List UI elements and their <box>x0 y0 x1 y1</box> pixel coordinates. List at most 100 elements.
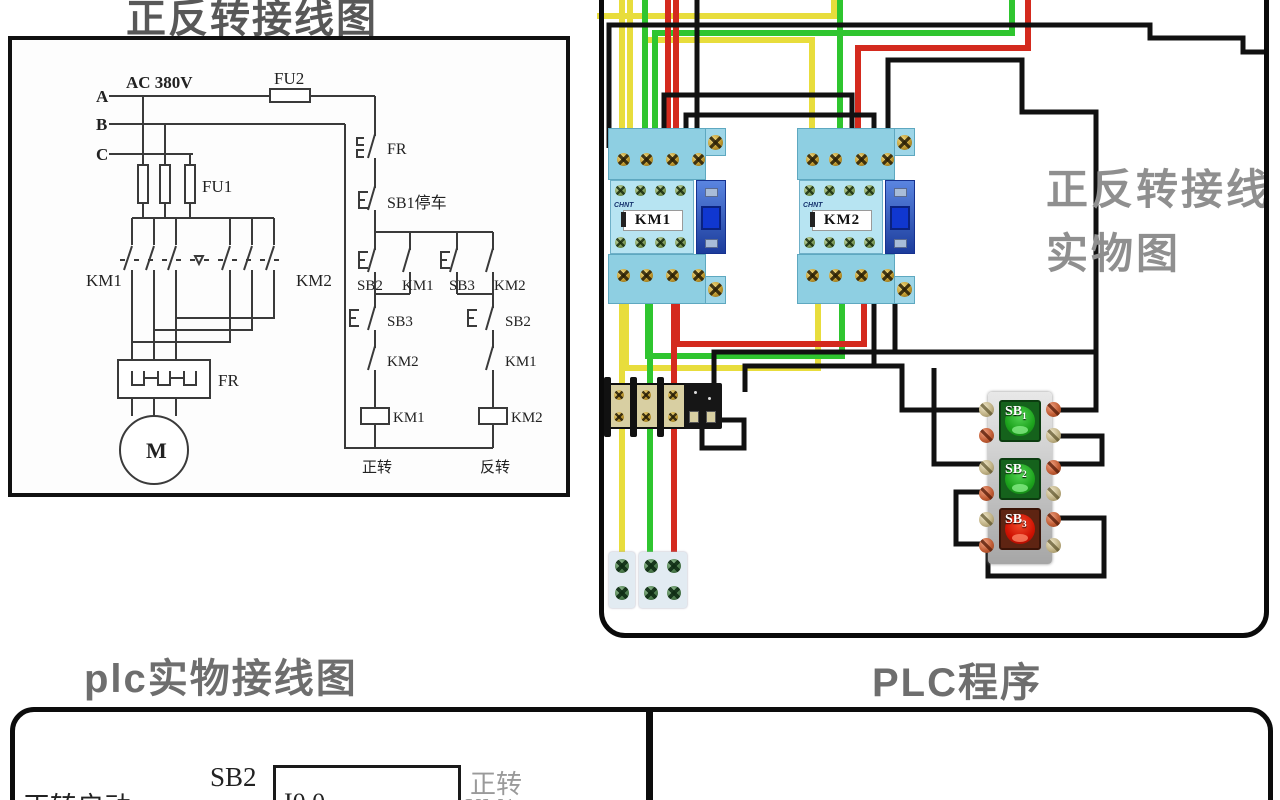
button-sb3: SB3 <box>999 508 1041 550</box>
terminal-block <box>604 377 722 437</box>
contactor-bottom-terminals <box>608 254 706 304</box>
screw-terminal-icon <box>979 512 994 527</box>
green-button-icon <box>1005 464 1035 494</box>
sb1-stop-label: SB1停车 <box>387 194 447 212</box>
plc-input-box: I0.0 <box>273 765 461 800</box>
screw-terminal-icon <box>615 237 626 248</box>
screw-terminal-icon <box>979 402 994 417</box>
relay-pin <box>689 411 699 423</box>
push-button-station: SB1 SB2 SB3 <box>979 392 1061 564</box>
screw-terminal-icon <box>1046 428 1061 443</box>
screw-terminal-icon <box>641 390 651 400</box>
screw-terminal-icon <box>804 185 815 196</box>
schematic-panel: A B C AC 380V FU2 FU1 KM1 KM2 FR M FR SB… <box>8 36 570 497</box>
screw-terminal-icon <box>844 185 855 196</box>
screw-terminal-icon <box>635 185 646 196</box>
screw-terminal-icon <box>617 269 630 282</box>
relay-pin <box>706 411 716 423</box>
screw-terminal-icon <box>641 412 651 422</box>
screw-terminal-icon <box>806 269 819 282</box>
button-sb2: SB2 <box>999 458 1041 500</box>
screw-terminal-icon <box>1046 538 1061 553</box>
screw-terminal-icon <box>979 460 994 475</box>
screw-terminal-icon <box>844 237 855 248</box>
screw-terminal-icon <box>804 237 815 248</box>
wire-connector-block <box>639 552 687 608</box>
reverse-caption: 反转 <box>480 459 510 476</box>
sb2-label: SB2 <box>1005 462 1027 479</box>
screw-terminal-icon <box>1046 512 1061 527</box>
screw-terminal-icon <box>668 390 678 400</box>
block-divider <box>630 377 637 437</box>
sb2-contact-label: SB2 <box>210 762 257 792</box>
screw-terminal-icon <box>692 153 705 166</box>
screw-terminal-icon <box>635 237 646 248</box>
fu1-label: FU1 <box>202 177 232 196</box>
interlock-sb3-label: SB3 <box>387 314 413 330</box>
green-button-icon <box>1005 406 1035 436</box>
screw-terminal-icon <box>979 486 994 501</box>
screw-terminal-icon <box>897 135 912 150</box>
screw-terminal-icon <box>614 412 624 422</box>
interlock-km1-label: KM1 <box>505 354 537 370</box>
schematic-title: 正反转接线图 <box>126 0 378 41</box>
phase-b-label: B <box>96 115 107 134</box>
brand-label: CHNT <box>803 202 823 209</box>
screw-terminal-icon <box>655 237 666 248</box>
physical-caption: 正反转接线 实物图 <box>1046 166 1272 277</box>
screw-terminal-icon <box>675 237 686 248</box>
contactor-km1: CHNT KM1 <box>608 128 726 304</box>
screw-terminal-icon <box>881 269 894 282</box>
screw-terminal-icon <box>864 185 875 196</box>
block-relay-section <box>684 383 722 429</box>
plc-program-panel: 反转启动 停车 过载 反转 KM1 <box>648 707 1273 800</box>
pin-dot <box>694 391 697 394</box>
row-sb3-label: SB3 <box>449 278 475 294</box>
screw-terminal-icon <box>824 185 835 196</box>
contactor-bottom-terminals <box>797 254 895 304</box>
module-slot <box>894 188 907 197</box>
rung-label: 正转启动 <box>23 785 131 800</box>
fr-contact-label: FR <box>387 141 407 158</box>
screw-terminal-icon <box>824 237 835 248</box>
screw-terminal-icon <box>644 559 658 573</box>
screw-terminal-icon <box>666 269 679 282</box>
km1-nameplate: KM1 <box>621 210 683 231</box>
plc-program-title: PLC程序 <box>872 661 1042 705</box>
screw-terminal-icon <box>644 586 658 600</box>
nameplate-tick <box>621 212 626 227</box>
screw-terminal-icon <box>1046 486 1061 501</box>
screw-terminal-icon <box>615 559 629 573</box>
phase-c-label: C <box>96 145 108 164</box>
screw-terminal-icon <box>615 185 626 196</box>
forward-caption: 正转 <box>362 459 392 476</box>
screw-terminal-icon <box>640 153 653 166</box>
screw-terminal-icon <box>640 269 653 282</box>
km1-contacts-label: KM1 <box>86 271 122 290</box>
pin-dot <box>708 397 711 400</box>
screw-terminal-icon <box>668 412 678 422</box>
km2-contacts-label: KM2 <box>296 271 332 290</box>
screw-terminal-icon <box>666 153 679 166</box>
screw-terminal-icon <box>655 185 666 196</box>
contactor-face: CHNT KM1 <box>610 180 694 254</box>
row-km2-label: KM2 <box>494 278 526 294</box>
interlock-sb2-label: SB2 <box>505 314 531 330</box>
fu2-label: FU2 <box>274 69 304 88</box>
km2-nameplate: KM2 <box>810 210 872 231</box>
coil-km1-label: KM1 <box>393 410 425 426</box>
schematic-drawing: A B C AC 380V FU2 FU1 KM1 KM2 FR M FR SB… <box>86 69 543 485</box>
screw-terminal-icon <box>692 269 705 282</box>
screw-terminal-icon <box>708 282 723 297</box>
screw-terminal-icon <box>614 390 624 400</box>
screw-terminal-icon <box>979 538 994 553</box>
voltage-label: AC 380V <box>126 73 193 92</box>
contactor-top-terminals <box>797 128 895 180</box>
wire-connector-block <box>609 552 635 608</box>
block-divider <box>604 377 611 437</box>
screw-terminal-icon <box>979 428 994 443</box>
screw-terminal-icon <box>855 153 868 166</box>
nameplate-tick <box>810 212 815 227</box>
screw-terminal-icon <box>829 153 842 166</box>
screw-terminal-icon <box>855 269 868 282</box>
